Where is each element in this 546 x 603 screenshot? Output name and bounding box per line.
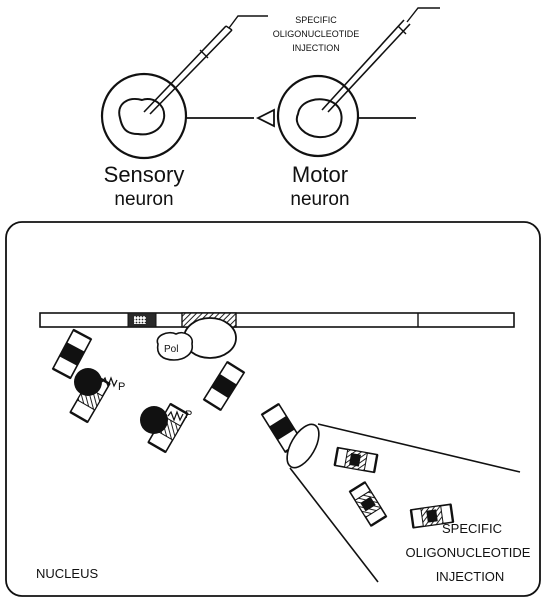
cone-oligonucleotide-3 <box>409 503 455 529</box>
injection-cone <box>286 423 521 583</box>
pol-label: Pol <box>164 344 178 355</box>
nucleus-panel: Pol <box>5 221 541 597</box>
dna-strand <box>39 312 515 328</box>
nucleus-injection-label-line2: OLIGONUCLEOTIDE <box>406 545 531 560</box>
oligonucleotide-1 <box>51 328 93 380</box>
sensory-neuron-label-line2: neuron <box>114 189 173 210</box>
motor-neuron-label-line2: neuron <box>290 189 349 210</box>
nucleus-injection-label-line1: SPECIFIC <box>442 521 502 536</box>
top-injection-label-line3: INJECTION <box>292 43 340 53</box>
motor-neuron-cell <box>276 74 416 158</box>
axon-synapse <box>186 108 275 128</box>
sensory-injection-pipette <box>143 15 268 115</box>
sensory-neuron-cell <box>100 72 188 160</box>
sensory-neuron-label-line1: Sensory <box>104 162 185 187</box>
phospho-label-1: P <box>118 381 125 393</box>
motor-neuron-label-line1: Motor <box>292 162 348 187</box>
cone-oligonucleotide-2 <box>348 481 388 527</box>
phospho-factor-complex-2: P <box>140 402 192 454</box>
phospho-label-2: P <box>185 409 192 421</box>
motor-injection-pipette <box>321 7 440 113</box>
oligonucleotide-2 <box>202 360 246 412</box>
top-injection-label-line1: SPECIFIC <box>295 15 337 25</box>
cone-oligonucleotide-1 <box>333 446 379 474</box>
nucleus-label: NUCLEUS <box>36 566 98 581</box>
polymerase-complex: Pol <box>156 317 237 361</box>
top-injection-label-line2: OLIGONUCLEOTIDE <box>273 29 360 39</box>
top-neuron-panel: SPECIFIC OLIGONUCLEOTIDE INJECTION Senso… <box>100 7 440 210</box>
phospho-factor-complex-1: P <box>69 368 125 424</box>
nucleus-injection-label-line3: INJECTION <box>436 569 505 584</box>
